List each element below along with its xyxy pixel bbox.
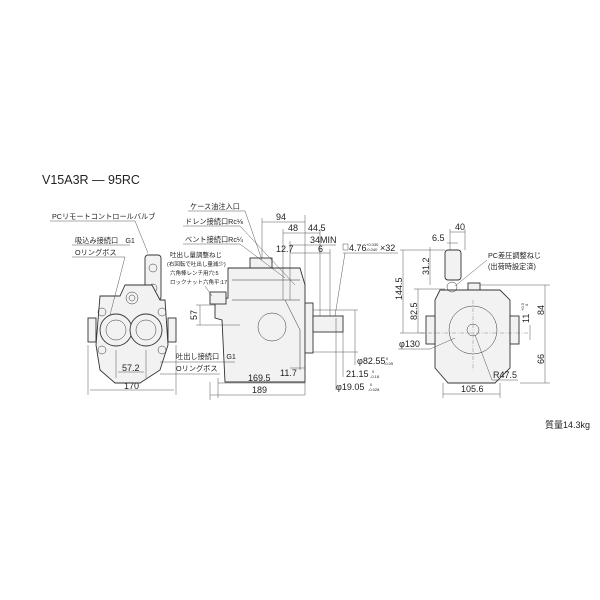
rear-pc-valve xyxy=(444,249,462,281)
dim-130: φ130 xyxy=(399,339,420,349)
label-case-oil-inlet: ケース油注入口 xyxy=(190,202,240,211)
dim-key-height: 21.15 xyxy=(346,369,369,379)
discharge-port xyxy=(129,313,163,347)
dim-6: 6 xyxy=(318,244,323,254)
label-pc-valve: PCリモートコントロールバルブ xyxy=(52,212,155,221)
dim-11: 11 xyxy=(521,314,531,323)
dim-12-7: 12.7 xyxy=(276,244,294,254)
label-flow-adjust-4: ロックナット六角平:17 xyxy=(170,278,227,286)
dim-pilot-tol-upper: 0 xyxy=(386,356,389,361)
dim-94: 94 xyxy=(276,212,286,222)
dim-34min: 34MIN xyxy=(310,235,337,245)
mounting-flange xyxy=(304,302,314,354)
label-suction-oring: Oリングボス xyxy=(75,248,117,257)
label-vent-port: ベント接続口Rc¼ xyxy=(185,235,244,244)
dim-shaft-dia: φ19.05 xyxy=(336,382,364,392)
dim-57: 57 xyxy=(189,310,199,320)
dim-pilot-tol-lower: -0.05 xyxy=(384,361,394,366)
rear-view: PC差圧調整ねじ (出荷時設定済) 40 6.5 144.5 31.2 82.5… xyxy=(394,222,550,398)
label-drain-port: ドレン接続口Rc⅛ xyxy=(185,217,244,226)
dim-144-5: 144.5 xyxy=(394,277,404,300)
dim-shaft-tol-upper: 0 xyxy=(370,382,373,387)
dim-shaft-tol-lower: -0.028 xyxy=(368,387,380,392)
dim-44-5: 44.5 xyxy=(308,223,326,233)
label-suction-port: 吸込み接続口 G1 xyxy=(75,236,135,245)
dim-66: 66 xyxy=(536,354,546,364)
flange-left xyxy=(87,317,97,343)
label-flow-adjust-3: 六角棒レンチ用穴:5 xyxy=(170,269,219,277)
label-flow-adjust-2: (右回転で吐出し量減少) xyxy=(167,260,226,268)
dim-48: 48 xyxy=(288,223,298,233)
label-discharge-port: 吐出し接続口 G1 xyxy=(176,352,236,361)
dim-40: 40 xyxy=(455,222,465,232)
flow-adjust-screw xyxy=(209,291,227,305)
weight-label: 質量14.3kg xyxy=(545,419,590,430)
dim-pilot-dia: φ82.55 xyxy=(357,356,385,366)
dim-key-height-tol-upper: 0 xyxy=(372,369,375,374)
dim-105-6: 105.6 xyxy=(461,384,484,394)
dim-key-height-tol-lower: -0.18 xyxy=(370,374,380,379)
dim-key-tol-lower: -0.040 xyxy=(366,247,378,252)
dim-189: 189 xyxy=(252,385,267,395)
model-title: V15A3R — 95RC xyxy=(42,173,140,187)
label-pc-screw-2: (出荷時設定済) xyxy=(488,262,536,271)
dim-key-tol-upper: +0.030 xyxy=(366,242,379,247)
front-view: PCリモートコントロールバルブ 吸込み接続口 G1 Oリングボス 57.2 17… xyxy=(50,212,177,395)
dim-width: 170 xyxy=(124,381,139,391)
label-discharge-oring: Oリングボス xyxy=(176,364,218,373)
flange-right xyxy=(167,317,177,343)
dim-key-length: ×32 xyxy=(380,243,395,253)
dim-82-5: 82.5 xyxy=(409,302,419,320)
dim-key: 4.76 xyxy=(349,243,367,253)
dim-6-5: 6.5 xyxy=(432,233,445,243)
suction-port xyxy=(99,313,133,347)
shaft xyxy=(312,315,344,333)
dim-31-2: 31.2 xyxy=(421,257,431,275)
label-pc-screw-1: PC差圧調整ねじ xyxy=(488,251,541,260)
dim-port-pitch: 57.2 xyxy=(122,363,140,373)
dim-11-7: 11.7 xyxy=(280,368,297,378)
dim-r47-5: R47.5 xyxy=(493,370,517,380)
rear-flange-right xyxy=(509,315,520,345)
side-view: ケース油注入口 ドレン接続口Rc⅛ ベント接続口Rc¼ 吐出し量調整ねじ (右回… xyxy=(160,202,398,400)
rear-flange-left xyxy=(425,315,436,345)
dim-84: 84 xyxy=(536,305,546,315)
dim-11-tol-upper: +0.3 xyxy=(520,302,525,311)
dim-169-5: 169.5 xyxy=(248,373,271,383)
label-flow-adjust-1: 吐出し量調整ねじ xyxy=(170,250,222,259)
dim-11-tol-lower: 0 xyxy=(524,303,529,306)
